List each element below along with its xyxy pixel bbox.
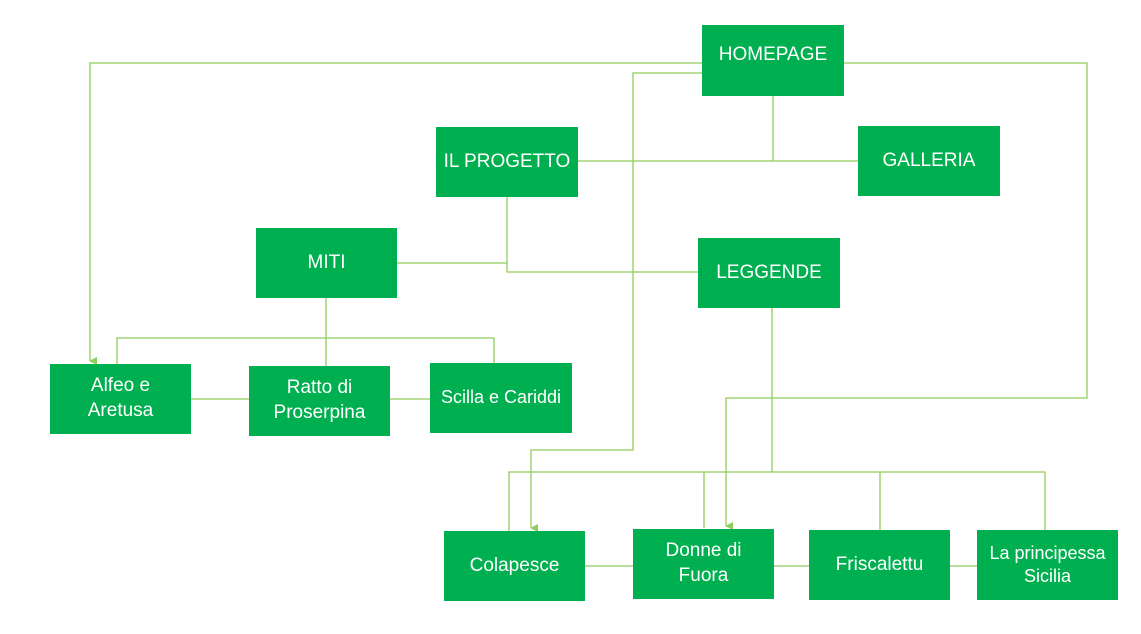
donne-di-fuora-node[interactable]: Donne di Fuora [633,529,774,599]
friscalettu-node[interactable]: Friscalettu [809,530,950,600]
link-homepage-donne [725,62,1088,530]
scilla-e-cariddi-node[interactable]: Scilla e Cariddi [430,363,572,433]
colapesce-label: Colapesce [469,554,560,576]
alfeo-e-aretusa-node[interactable]: Alfeo e Aretusa [50,364,191,434]
donne-di-fuora-label: Donne di Fuora [665,540,742,586]
miti-label: MITI [307,251,346,273]
leggende-label: LEGGENDE [716,261,822,283]
la-principessa-sicilia-label: La principessa Sicilia [989,542,1106,586]
link-leggende-bus [508,471,1046,532]
alfeo-e-aretusa-label: Alfeo e Aretusa [87,375,154,421]
la-principessa-sicilia-node[interactable]: La principessa Sicilia [977,530,1118,600]
link-miti-bus [116,337,495,364]
ratto-di-proserpina-node[interactable]: Ratto di Proserpina [249,366,390,436]
link-homepage-colapesce [530,72,702,532]
leggende-node[interactable]: LEGGENDE [698,238,840,308]
ratto-di-proserpina-label: Ratto di Proserpina [273,377,366,423]
galleria-node[interactable]: GALLERIA [858,126,1000,196]
il-progetto-node[interactable]: IL PROGETTO [436,127,578,197]
link-progetto-leggende [506,197,698,273]
homepage-label: HOMEPAGE [718,44,828,66]
colapesce-node[interactable]: Colapesce [444,531,585,601]
link-homepage-alfeo [89,62,702,365]
miti-node[interactable]: MITI [256,228,397,298]
homepage-node[interactable]: HOMEPAGE [702,25,844,96]
il-progetto-label: IL PROGETTO [443,150,571,172]
friscalettu-label: Friscalettu [835,553,924,575]
galleria-label: GALLERIA [882,149,976,171]
scilla-e-cariddi-label: Scilla e Cariddi [440,387,562,408]
